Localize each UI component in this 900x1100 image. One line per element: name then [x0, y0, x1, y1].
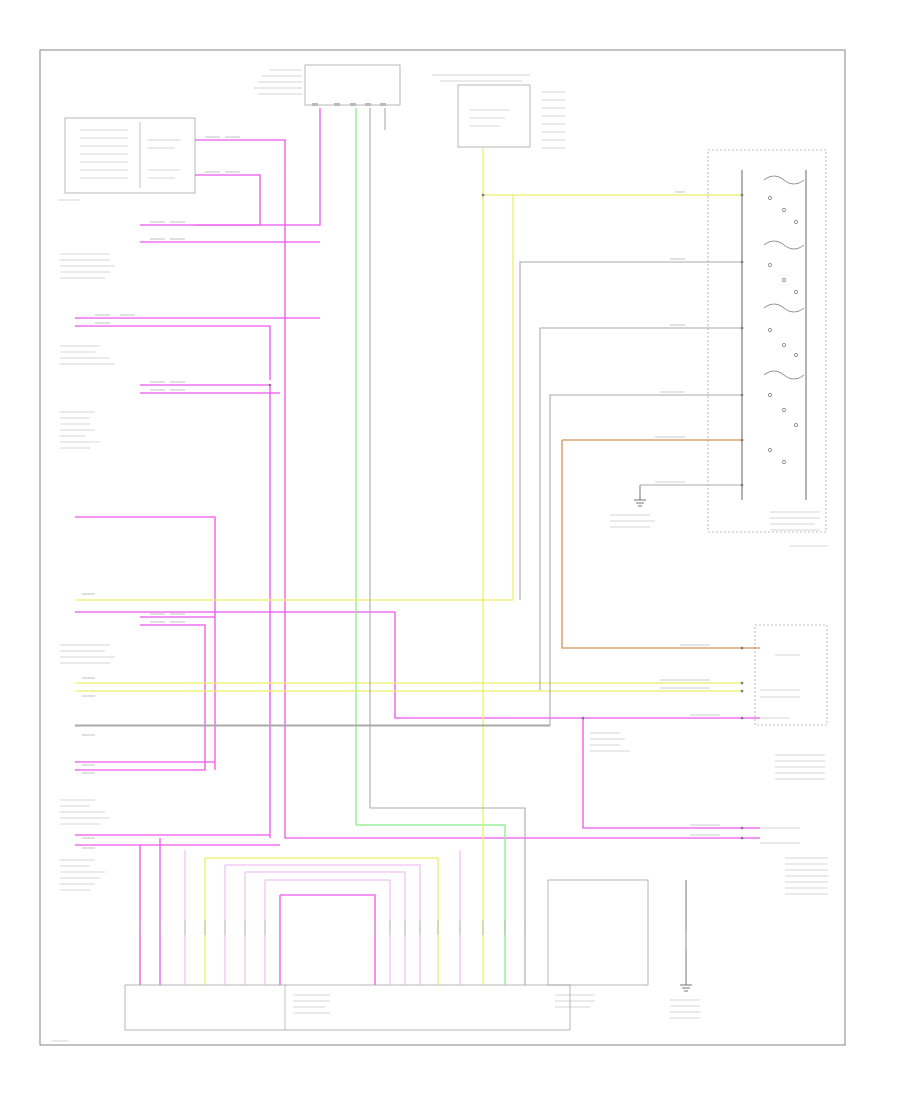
ecm-box[interactable]: [754, 624, 828, 726]
connector-dots: [268, 193, 744, 840]
diagram-frame: [39, 49, 846, 1046]
ground-symbol-trans: [634, 485, 646, 507]
wires-yellow: [75, 148, 742, 985]
top-module-text-lines: [254, 69, 302, 95]
cluster-wire-ticks: [139, 920, 687, 950]
wires-pink: [184, 850, 461, 985]
cluster-box[interactable]: [124, 984, 571, 1031]
transmission-switch-contacts: [763, 175, 805, 464]
left-module-box[interactable]: [64, 117, 196, 194]
top-right-module-text-lines: [432, 74, 565, 149]
transmission-switch-text-lines: [770, 511, 828, 547]
wire-label-ticks: [82, 136, 720, 849]
top-right-module-box[interactable]: [457, 84, 531, 148]
wires-magenta: [75, 108, 760, 985]
transmission-switch-box[interactable]: [707, 149, 827, 533]
top-module-box[interactable]: [304, 64, 401, 106]
fuse-block-text-lines: [760, 827, 828, 895]
wires-orange: [561, 439, 760, 649]
left-side-labels: [60, 253, 655, 891]
wires-gray: [75, 108, 742, 985]
cluster-text-lines: [52, 994, 700, 1042]
wires-green: [355, 108, 506, 985]
ecm-text-lines: [760, 654, 825, 780]
top-module-pins: [312, 103, 386, 106]
ebcm-box[interactable]: [547, 879, 649, 986]
left-module-text-lines: [58, 129, 180, 201]
